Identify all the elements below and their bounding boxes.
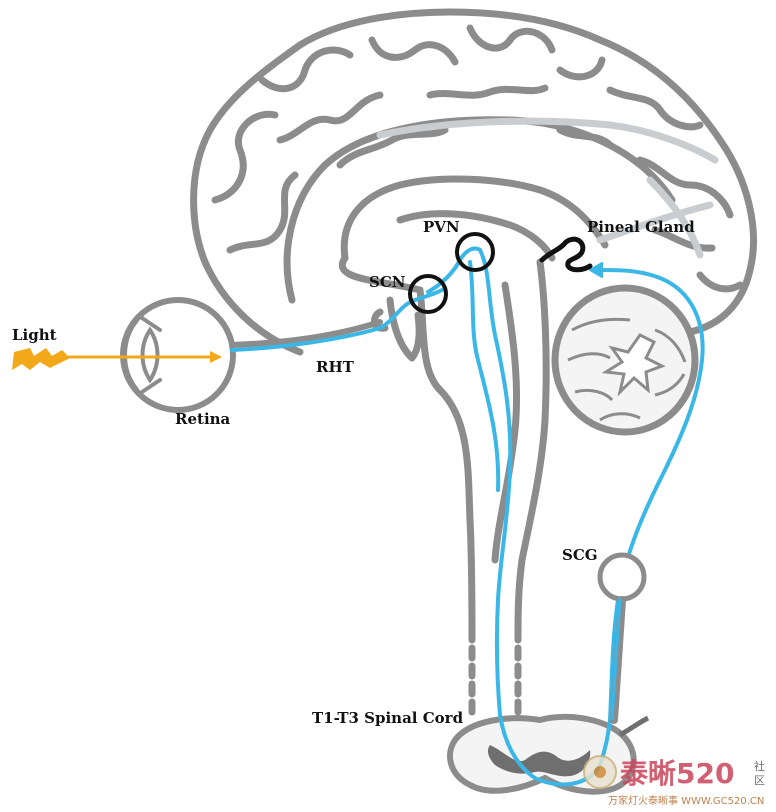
cornea bbox=[121, 317, 139, 393]
sulcus-8 bbox=[606, 86, 704, 131]
sulcus-14 bbox=[696, 271, 744, 293]
cerebrum bbox=[190, 8, 757, 356]
brainstem bbox=[338, 210, 556, 719]
label-retina: Retina bbox=[175, 410, 231, 428]
retinohypothalamic-tract bbox=[230, 286, 447, 352]
neural-pathway bbox=[230, 246, 705, 787]
brainstem-left bbox=[338, 254, 476, 644]
scg-ganglion bbox=[597, 552, 647, 602]
gray-matter bbox=[487, 745, 591, 777]
watermark-main: 泰晰520 bbox=[620, 757, 734, 790]
label-light: Light bbox=[12, 326, 57, 344]
sulcus-2 bbox=[226, 171, 299, 254]
light-arrow-head bbox=[210, 351, 222, 363]
scg-ascending bbox=[598, 268, 705, 722]
cerebrum-outline bbox=[190, 8, 757, 356]
lens bbox=[140, 326, 160, 384]
occipital-band bbox=[376, 117, 719, 259]
occipital-band-upper bbox=[376, 117, 719, 164]
brainstem-inner bbox=[491, 281, 521, 564]
sulcus-3 bbox=[258, 46, 354, 93]
pvn-descending-parallel bbox=[468, 260, 501, 492]
cerebellum bbox=[551, 284, 699, 436]
brainstem-right bbox=[514, 258, 550, 644]
cerebellum-folia-4 bbox=[599, 412, 641, 422]
scg-stalk bbox=[610, 596, 626, 724]
pineal-gland bbox=[539, 236, 593, 273]
thalamus bbox=[396, 210, 556, 262]
iris-lower bbox=[140, 378, 162, 394]
label-pvn: PVN bbox=[423, 218, 460, 236]
label-spinal-cord: T1-T3 Spinal Cord bbox=[312, 709, 464, 727]
nerve-root-right bbox=[618, 715, 650, 738]
light-burst-icon bbox=[12, 348, 70, 370]
sulcus-11 bbox=[426, 84, 549, 99]
sulcus-10 bbox=[651, 226, 716, 252]
sulcus-1 bbox=[211, 110, 279, 204]
arbor-vitae bbox=[601, 333, 666, 397]
cerebellum-folia-2 bbox=[567, 352, 611, 362]
pvn-descending bbox=[478, 248, 513, 717]
sulcus-7 bbox=[556, 56, 606, 81]
label-scg: SCG bbox=[562, 546, 598, 564]
light-source bbox=[12, 348, 222, 370]
nuclei bbox=[408, 232, 593, 314]
spinal-section bbox=[447, 713, 650, 795]
sulcus-6 bbox=[466, 24, 556, 54]
iris-upper bbox=[140, 316, 162, 332]
pvn-nucleus bbox=[455, 232, 495, 272]
corpus-callosum bbox=[340, 175, 609, 262]
cerebellum-folia-1 bbox=[571, 317, 631, 332]
eye bbox=[120, 297, 383, 413]
watermark: 泰晰520 社 区 万家灯火泰晰事 WWW.GC520.CN bbox=[583, 755, 765, 807]
watermark-logo-dot-icon bbox=[594, 766, 606, 778]
pathway-arrow-head bbox=[589, 262, 603, 278]
cerebellum-folia-3 bbox=[574, 388, 614, 402]
scn-nucleus bbox=[408, 274, 448, 314]
occipital-band-branch bbox=[646, 176, 704, 259]
sulcus-5 bbox=[368, 36, 459, 66]
sulcus-9 bbox=[636, 156, 734, 219]
occipital-band-lower bbox=[596, 201, 714, 244]
watermark-sub: 万家灯火泰晰事 WWW.GC520.CN bbox=[608, 794, 764, 807]
cerebellum-folia-6 bbox=[654, 373, 686, 397]
watermark-side-1: 社 bbox=[754, 759, 765, 773]
optic-nerve bbox=[229, 319, 383, 348]
label-pineal-gland: Pineal Gland bbox=[587, 218, 695, 236]
watermark-side-2: 区 bbox=[754, 774, 765, 787]
sulcus-4 bbox=[276, 91, 384, 144]
scg-pathway-overlay bbox=[610, 597, 622, 721]
cerebellum-folia-5 bbox=[654, 328, 687, 363]
spinal-loop bbox=[498, 713, 612, 787]
label-scn: SCN bbox=[369, 273, 406, 291]
sulcus-12 bbox=[336, 126, 449, 169]
label-rht: RHT bbox=[316, 358, 355, 376]
